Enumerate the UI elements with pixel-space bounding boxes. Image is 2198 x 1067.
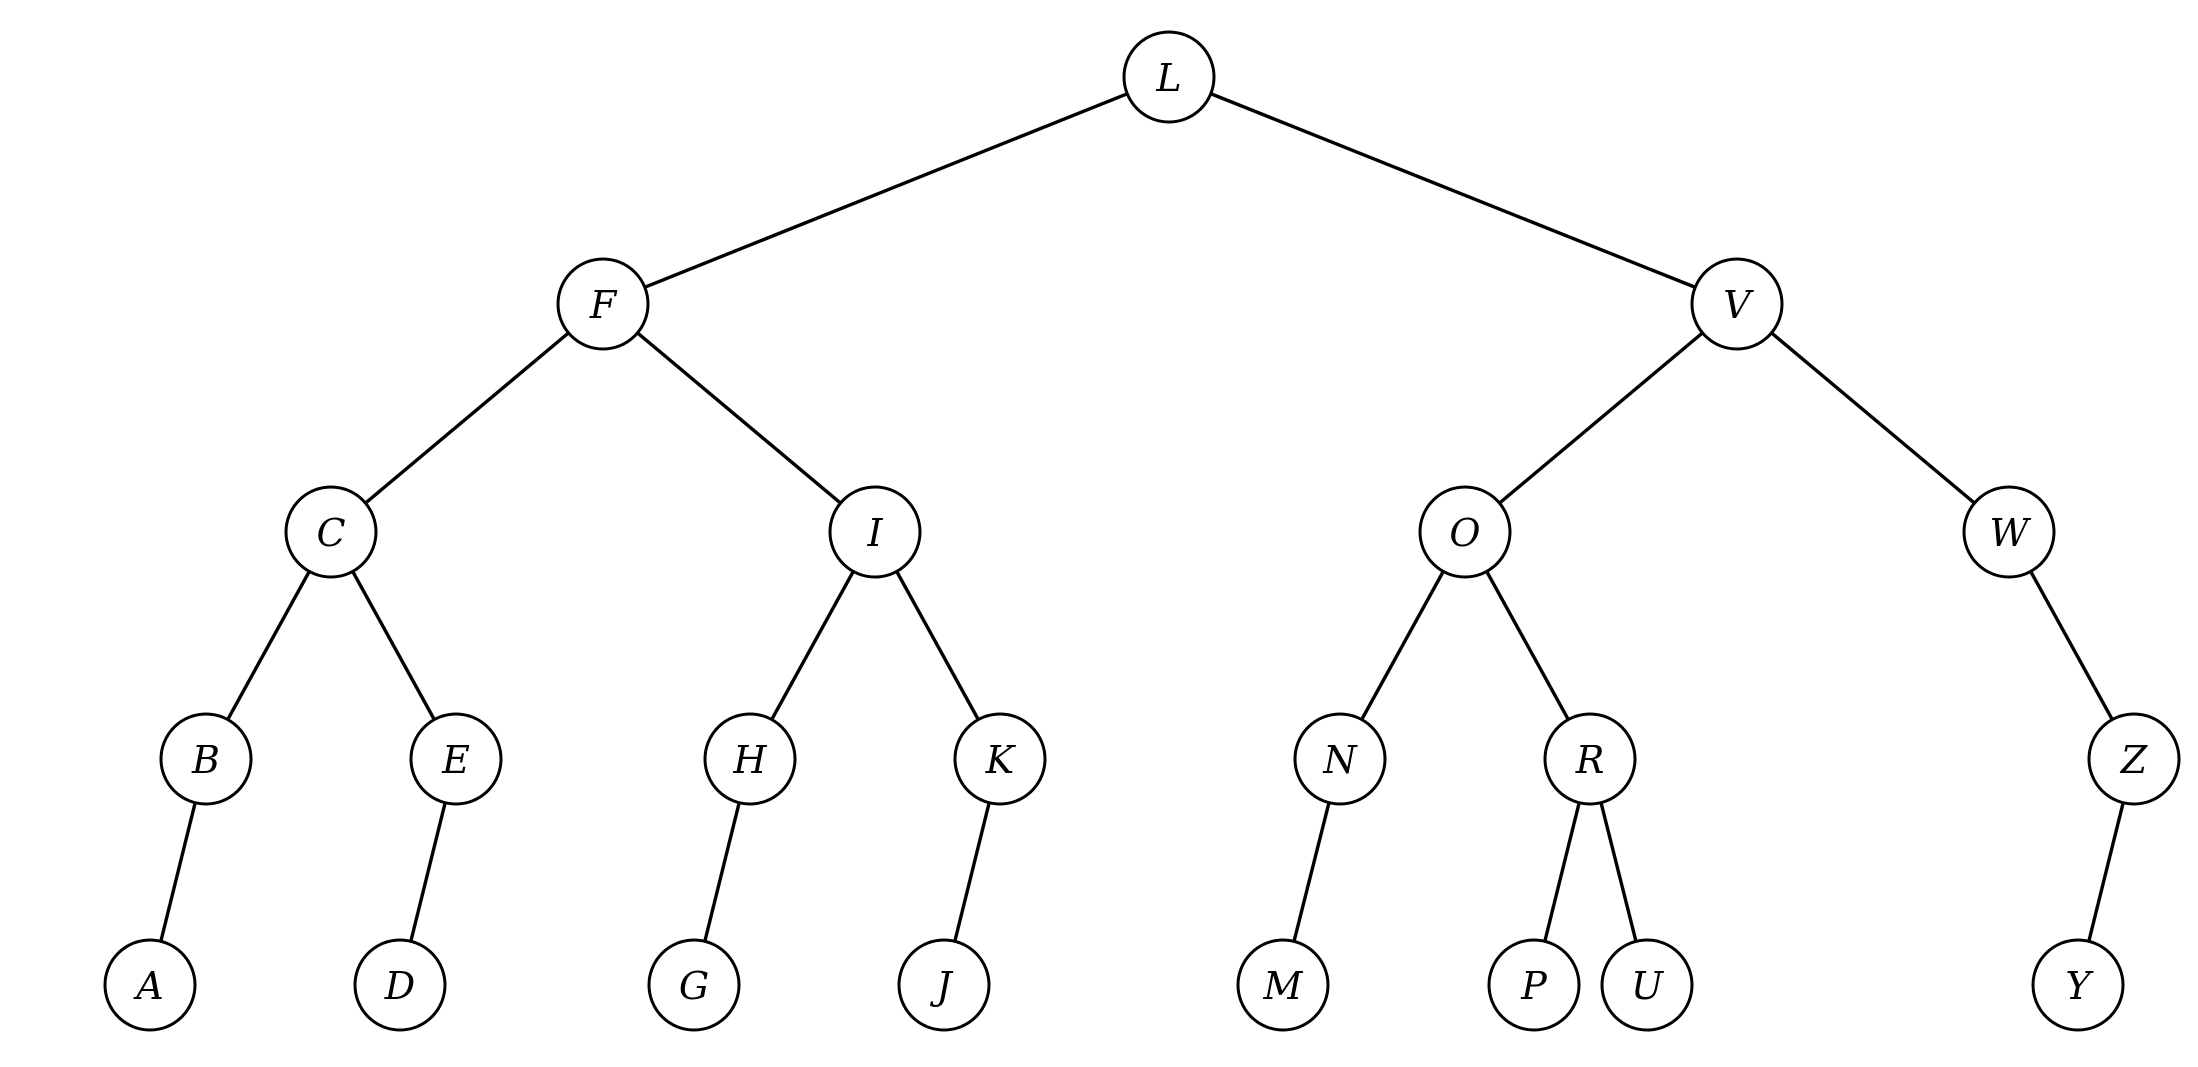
node-p: P bbox=[1487, 938, 1581, 1032]
node-circle bbox=[409, 712, 503, 806]
node-label: G bbox=[679, 964, 709, 1008]
node-l: L bbox=[1122, 30, 1216, 124]
node-label: F bbox=[589, 283, 618, 327]
node-circle bbox=[1293, 712, 1387, 806]
node-w: W bbox=[1962, 485, 2056, 579]
node-i: I bbox=[828, 485, 922, 579]
node-circle bbox=[1600, 938, 1694, 1032]
node-m: M bbox=[1236, 938, 1330, 1032]
tree-nodes: L F V C I O W B E H K N R Z A D G J M P U Y bbox=[103, 30, 2181, 1032]
node-label: D bbox=[384, 964, 415, 1008]
node-f: F bbox=[556, 257, 650, 351]
node-circle bbox=[828, 485, 922, 579]
edge-f-c bbox=[329, 302, 605, 534]
node-circle bbox=[1122, 30, 1216, 124]
node-circle bbox=[647, 938, 741, 1032]
node-b: B bbox=[159, 712, 253, 806]
node-circle bbox=[1690, 257, 1784, 351]
node-u: U bbox=[1600, 938, 1694, 1032]
node-circle bbox=[1418, 485, 1512, 579]
node-label: A bbox=[133, 964, 163, 1008]
node-label: C bbox=[316, 511, 345, 555]
node-label: Y bbox=[2065, 964, 2094, 1008]
node-d: D bbox=[353, 938, 447, 1032]
node-label: E bbox=[441, 738, 470, 782]
node-circle bbox=[556, 257, 650, 351]
node-label: U bbox=[1631, 964, 1665, 1008]
node-circle bbox=[103, 938, 197, 1032]
node-circle bbox=[159, 712, 253, 806]
node-label: B bbox=[191, 738, 220, 782]
node-circle bbox=[2087, 712, 2181, 806]
node-label: V bbox=[1723, 283, 1754, 327]
node-n: N bbox=[1293, 712, 1387, 806]
node-circle bbox=[1236, 938, 1330, 1032]
node-h: H bbox=[703, 712, 797, 806]
node-circle bbox=[2031, 938, 2125, 1032]
node-circle bbox=[703, 712, 797, 806]
node-label: Z bbox=[2120, 738, 2148, 782]
node-c: C bbox=[284, 485, 378, 579]
edge-l-f bbox=[601, 75, 1171, 306]
node-circle bbox=[353, 938, 447, 1032]
node-label: L bbox=[1155, 56, 1181, 100]
node-label: I bbox=[866, 511, 883, 555]
node-circle bbox=[897, 938, 991, 1032]
node-circle bbox=[1543, 712, 1637, 806]
node-label: N bbox=[1322, 738, 1358, 782]
node-label: O bbox=[1449, 511, 1480, 555]
node-circle bbox=[284, 485, 378, 579]
node-z: Z bbox=[2087, 712, 2181, 806]
edge-v-o bbox=[1463, 302, 1739, 534]
node-circle bbox=[1487, 938, 1581, 1032]
node-circle bbox=[953, 712, 1047, 806]
node-label: H bbox=[732, 738, 767, 782]
tree-edges bbox=[148, 75, 2136, 987]
node-k: K bbox=[953, 712, 1047, 806]
node-v: V bbox=[1690, 257, 1784, 351]
node-label: W bbox=[1989, 511, 2031, 555]
edge-l-v bbox=[1167, 75, 1739, 306]
node-e: E bbox=[409, 712, 503, 806]
node-label: M bbox=[1263, 964, 1304, 1008]
node-y: Y bbox=[2031, 938, 2125, 1032]
node-o: O bbox=[1418, 485, 1512, 579]
node-label: P bbox=[1520, 964, 1548, 1008]
node-g: G bbox=[647, 938, 741, 1032]
node-j: J bbox=[897, 938, 991, 1032]
node-label: K bbox=[985, 738, 1017, 782]
edge-f-i bbox=[601, 302, 877, 534]
node-r: R bbox=[1543, 712, 1637, 806]
edge-v-w bbox=[1735, 302, 2011, 534]
node-a: A bbox=[103, 938, 197, 1032]
node-label: R bbox=[1575, 738, 1605, 782]
node-circle bbox=[1962, 485, 2056, 579]
